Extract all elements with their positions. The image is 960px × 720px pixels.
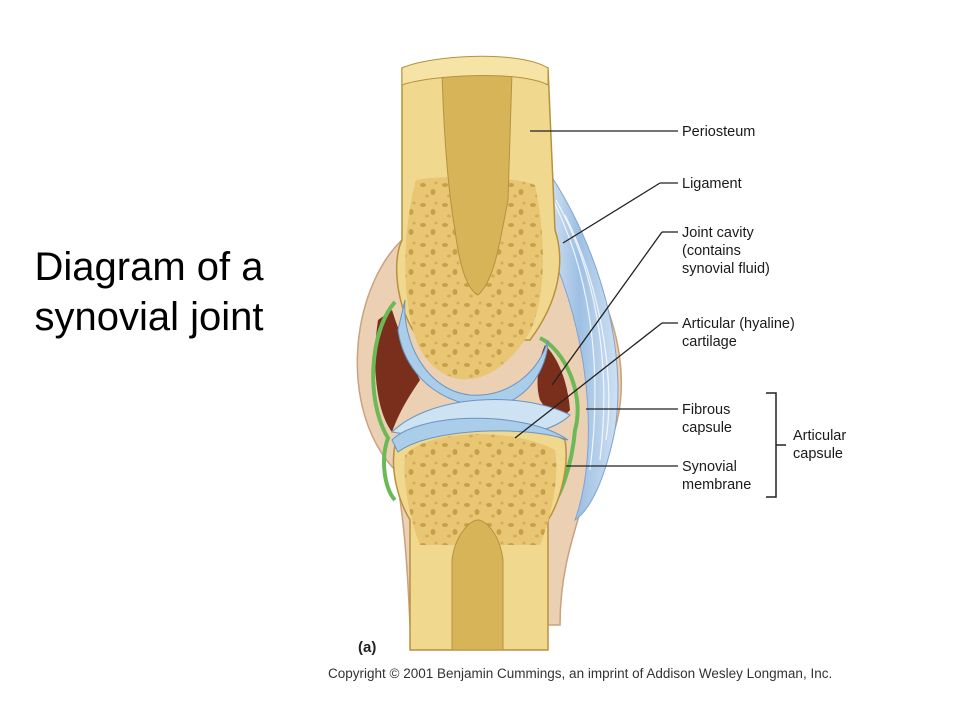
label-joint-cavity-line-3: synovial fluid)	[682, 261, 770, 277]
label-articular-cartilage-line-2: cartilage	[682, 334, 737, 350]
panel-letter: (a)	[358, 639, 376, 656]
slide-title-line-1: Diagram of a	[34, 245, 264, 289]
copyright-notice: Copyright © 2001 Benjamin Cummings, an i…	[328, 666, 833, 681]
label-fibrous-capsule-line-2: capsule	[682, 420, 732, 436]
label-articular-capsule-line-1: Articular	[793, 428, 846, 444]
label-joint-cavity-line-1: Joint cavity	[682, 225, 754, 241]
synovial-membrane-left	[371, 300, 397, 502]
label-articular-capsule-line-2: capsule	[793, 446, 843, 462]
label-synovial-membrane-line-2: membrane	[682, 477, 751, 493]
articular-cartilage-lower	[391, 417, 569, 453]
bone-cut-top	[401, 55, 549, 86]
label-joint-cavity-line-2: (contains	[682, 243, 741, 259]
articular-capsule-bracket	[766, 392, 786, 498]
joint-cavity-right	[537, 345, 570, 417]
slide-title: Diagram of a synovial joint	[8, 242, 290, 342]
label-synovial-membrane-line-1: Synovial	[682, 459, 737, 475]
label-articular-cartilage-line-1: Articular (hyaline)	[682, 316, 795, 332]
ligament-fibers	[547, 189, 610, 471]
label-ligament: Ligament	[682, 176, 742, 192]
articular-cartilage-upper	[397, 299, 549, 407]
lower-bone-spongy	[404, 434, 557, 545]
slide-title-line-2: synovial joint	[34, 295, 264, 339]
medullary-cavity-lower	[451, 519, 504, 651]
label-periosteum: Periosteum	[682, 124, 755, 140]
leader-lines	[514, 130, 678, 467]
label-fibrous-capsule-line-1: Fibrous	[682, 402, 730, 418]
joint-cavity-left	[375, 310, 420, 432]
